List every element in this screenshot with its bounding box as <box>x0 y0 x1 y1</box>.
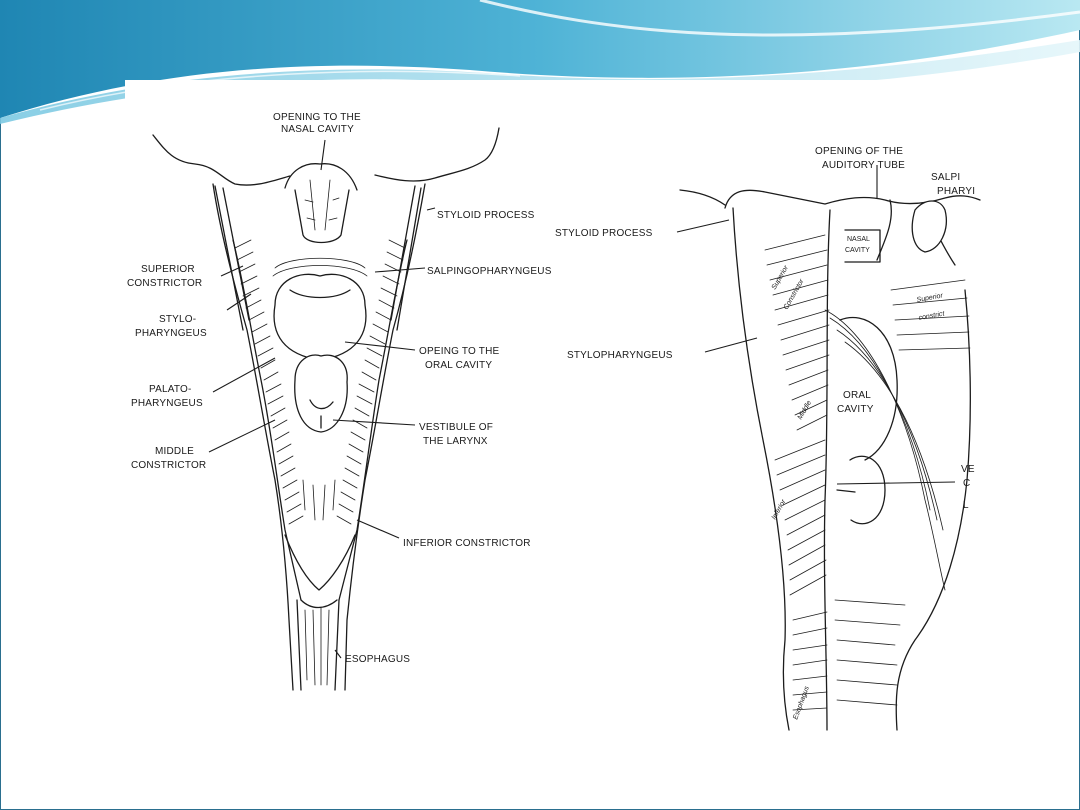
label-auditory-1: OPENING OF THE <box>815 146 903 157</box>
label-vestibule-1: VESTIBULE OF <box>419 422 493 433</box>
left-leader-lines <box>208 139 436 659</box>
label-ve-2: C <box>963 478 970 489</box>
label-stylo-1: STYLO- <box>159 314 196 325</box>
label-oral-cavity-2: CAVITY <box>837 404 874 415</box>
label-esophagus: ESOPHAGUS <box>345 654 410 665</box>
label-nasal-2: CAVITY <box>845 247 870 254</box>
label-inferior-constrictor: INFERIOR CONSTRICTOR <box>403 538 531 549</box>
label-constrictor-italic: Constrictor <box>783 278 806 311</box>
label-opening-nasal-1: OPENING TO THE <box>273 112 361 123</box>
label-oral-cavity-1: ORAL <box>843 390 871 401</box>
label-salpingopharyngeus: SALPINGOPHARYNGEUS <box>427 266 552 277</box>
label-inferior-italic: Inferior <box>771 498 788 521</box>
label-esophagus-italic: Esophagus <box>792 685 811 721</box>
label-palato-1: PALATO- <box>149 384 192 395</box>
label-constrictor-right: constrict <box>918 310 946 322</box>
left-labels: OPENING TO THE NASAL CAVITY STYLOID PROC… <box>127 112 552 665</box>
pharynx-diagram: OPENING TO THE NASAL CAVITY STYLOID PROC… <box>127 112 981 731</box>
label-ve-3: L <box>963 500 969 511</box>
label-superior-italic: Superior <box>771 264 791 291</box>
label-vestibule-2: THE LARYNX <box>423 436 488 447</box>
label-salp-1: SALPI <box>931 172 960 183</box>
right-leader-lines <box>676 165 956 485</box>
label-stylo-2: PHARYNGEUS <box>135 328 207 339</box>
label-salp-2: PHARYI <box>937 186 975 197</box>
label-oral-1: OPEING TO THE <box>419 346 500 357</box>
label-styloid-process: STYLOID PROCESS <box>437 210 535 221</box>
right-pharynx-drawing <box>679 189 981 731</box>
label-styloid-process-right: STYLOID PROCESS <box>555 228 653 239</box>
label-oral-2: ORAL CAVITY <box>425 360 492 371</box>
label-superior-right: Superior <box>916 292 944 304</box>
label-palato-2: PHARYNGEUS <box>131 398 203 409</box>
label-nasal-1: NASAL <box>847 236 870 243</box>
label-middle-2: CONSTRICTOR <box>131 460 206 471</box>
label-superior-2: CONSTRICTOR <box>127 278 202 289</box>
label-opening-nasal-2: NASAL CAVITY <box>281 124 354 135</box>
label-stylopharyngeus-right: STYLOPHARYNGEUS <box>567 350 673 361</box>
label-middle-italic: Middle <box>797 400 813 421</box>
figure-panel: OPENING TO THE NASAL CAVITY STYLOID PROC… <box>125 80 985 740</box>
left-pharynx-drawing <box>152 127 500 691</box>
label-middle-1: MIDDLE <box>155 446 194 457</box>
label-ve-1: VE <box>961 464 975 475</box>
label-superior-1: SUPERIOR <box>141 264 195 275</box>
label-auditory-2: AUDITORY TUBE <box>822 160 905 171</box>
